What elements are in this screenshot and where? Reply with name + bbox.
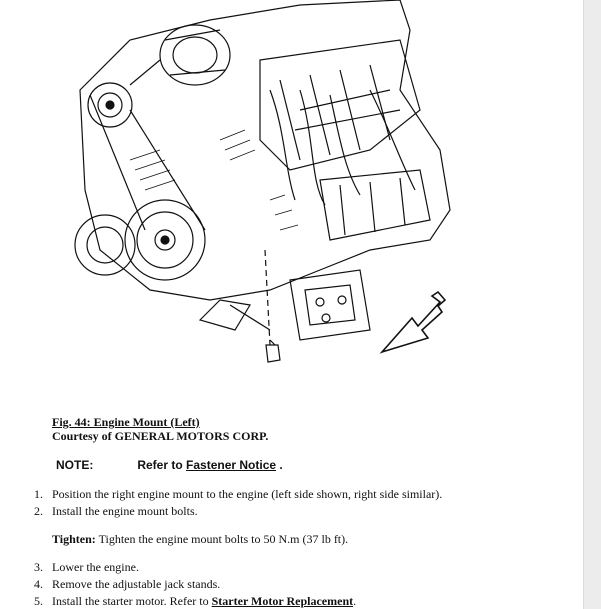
list-item: 1. Position the right engine mount to the… [34, 487, 442, 501]
document-page: Fig. 44: Engine Mount (Left) Courtesy of… [0, 0, 583, 609]
step-number: 4. [34, 577, 43, 591]
step-number: 2. [34, 504, 43, 518]
engine-mount-illustration [74, 0, 451, 363]
step-text-suffix: . [353, 594, 357, 608]
step-text: Install the engine mount bolts. [52, 504, 198, 518]
step-text: Position the right engine mount to the e… [52, 487, 443, 501]
list-item: 3. Lower the engine. [34, 560, 139, 574]
tighten-label: Tighten: [52, 532, 96, 546]
fastener-notice-link[interactable]: Fastener Notice [186, 458, 277, 472]
list-item: 4. Remove the adjustable jack stands. [34, 577, 220, 591]
starter-motor-replacement-link[interactable]: Starter Motor Replacement [211, 594, 354, 608]
step-number: 5. [34, 594, 43, 608]
note-label: NOTE: [56, 458, 94, 472]
direction-arrow-icon [379, 290, 447, 354]
figure-caption: Fig. 44: Engine Mount (Left) Courtesy of… [52, 415, 268, 443]
note-text-prefix: Refer to [137, 458, 183, 472]
step-text: Remove the adjustable jack stands. [52, 577, 221, 591]
note-block: NOTE: Refer to Fastener Notice . [56, 458, 283, 472]
step-text-prefix: Install the starter motor. Refer to [52, 594, 209, 608]
tighten-text: Tighten the engine mount bolts to 50 N.m… [98, 532, 349, 546]
step-number: 1. [34, 487, 43, 501]
step-number: 3. [34, 560, 43, 574]
tighten-instruction: Tighten: Tighten the engine mount bolts … [52, 532, 348, 547]
page-gutter [583, 0, 601, 609]
step-text: Lower the engine. [52, 560, 139, 574]
list-item: 2. Install the engine mount bolts. [34, 504, 198, 518]
figure-title: Fig. 44: Engine Mount (Left) [52, 415, 200, 429]
note-text-suffix: . [279, 458, 283, 472]
figure-courtesy: Courtesy of GENERAL MOTORS CORP. [52, 429, 269, 443]
list-item: 5. Install the starter motor. Refer to St… [34, 594, 356, 608]
